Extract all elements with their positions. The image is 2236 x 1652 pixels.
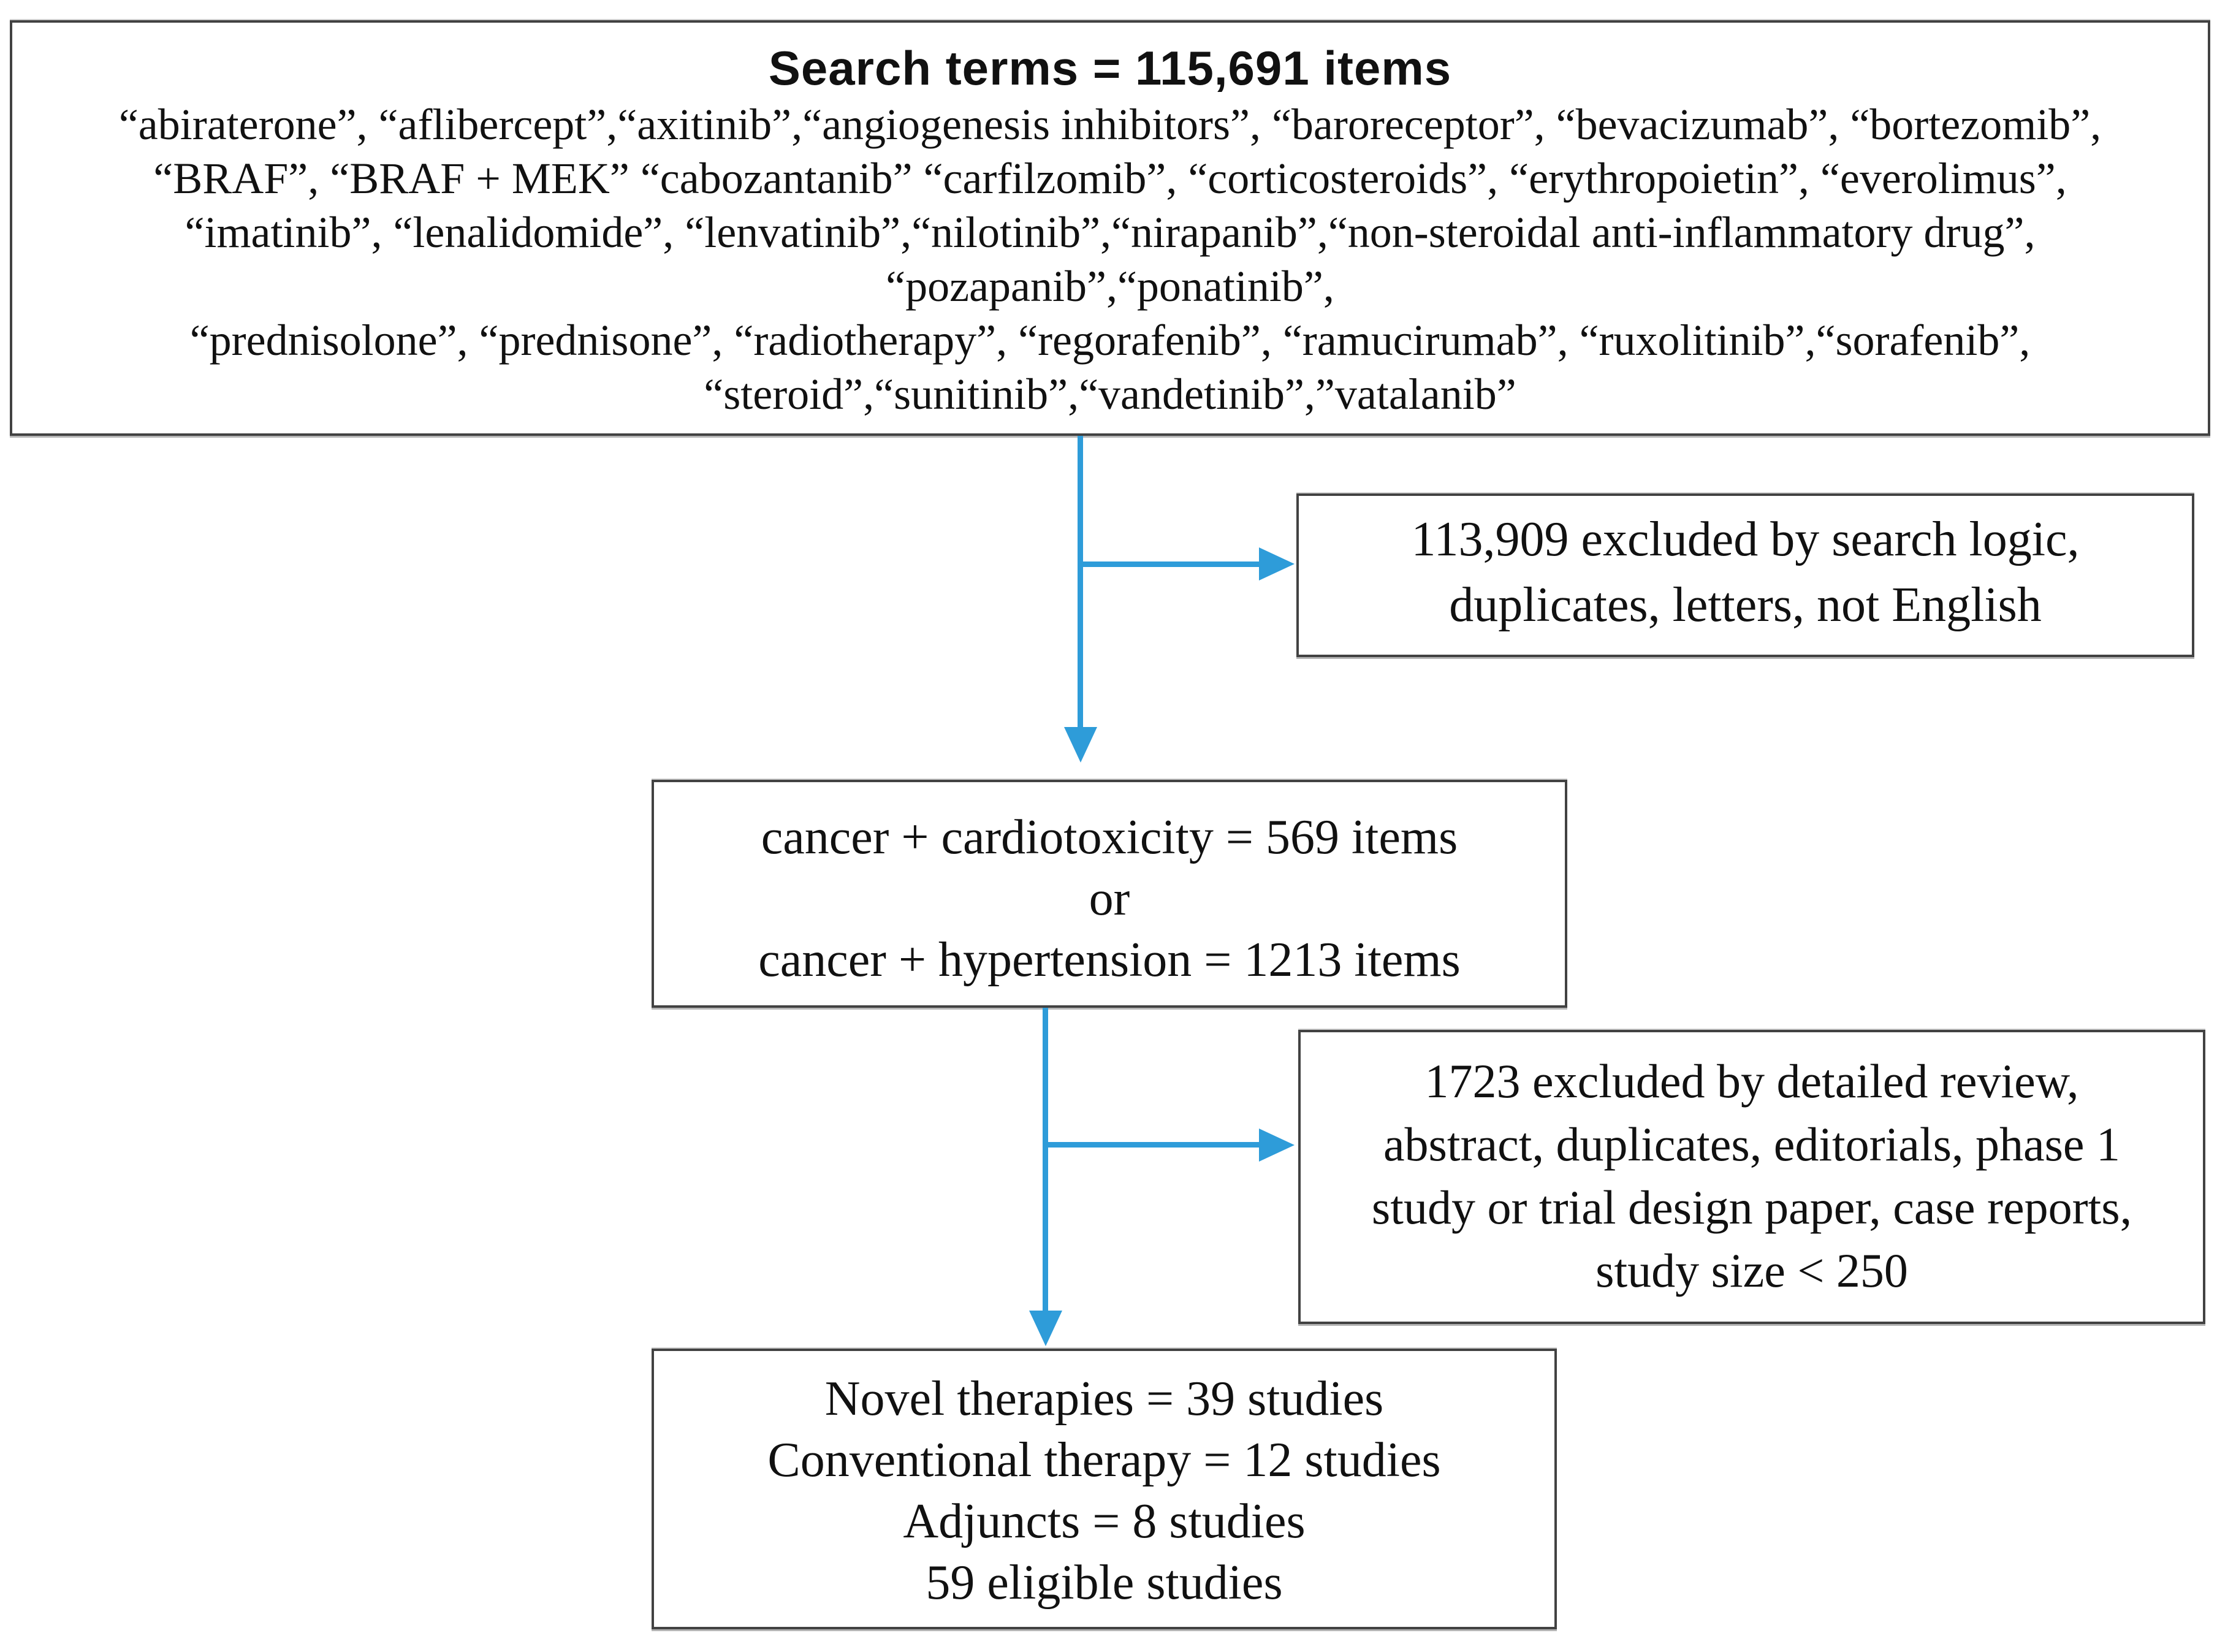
excluded-detailed-review-line-3: study or trial design paper, case report… [1371, 1181, 2132, 1234]
search-terms-line-5: “prednisolone”, “prednisone”, “radiother… [189, 316, 2031, 365]
combined-search-line-2: or [1089, 872, 1130, 926]
search-terms-heading: Search terms = 115,691 items [768, 41, 1452, 95]
excluded-search-logic-box: 113,909 excluded by search logic, duplic… [1296, 493, 2194, 657]
arrow-to-excluded-search-logic-arrowhead-icon [1259, 547, 1295, 580]
search-terms-line-4: “pozapanib”,“ponatinib”, [886, 262, 1334, 311]
excluded-detailed-review-line-2: abstract, duplicates, editorials, phase … [1383, 1117, 2121, 1171]
eligible-studies-line-3: Adjuncts = 8 studies [903, 1494, 1306, 1548]
arrow-to-excluded-search-logic-line [1081, 561, 1260, 567]
search-terms-box: Search terms = 115,691 items “abirateron… [10, 20, 2210, 436]
arrow-combined-to-eligible-line [1043, 1008, 1048, 1311]
excluded-detailed-review-line-4: study size < 250 [1595, 1244, 1908, 1297]
arrow-search-to-combined-line [1078, 436, 1083, 731]
excluded-detailed-review-line-1: 1723 excluded by detailed review, [1424, 1054, 2079, 1108]
arrow-combined-to-eligible-arrowhead-icon [1029, 1311, 1062, 1346]
excluded-search-logic-line-1: 113,909 excluded by search logic, [1411, 512, 2080, 566]
combined-search-line-3: cancer + hypertension = 1213 items [758, 933, 1461, 987]
search-terms-line-6: “steroid”,“sunitinib”,“vandetinib”,”vata… [704, 370, 1516, 419]
excluded-search-logic-line-2: duplicates, letters, not English [1449, 578, 2042, 632]
eligible-studies-line-1: Novel therapies = 39 studies [824, 1372, 1384, 1426]
arrow-search-to-combined-arrowhead-icon [1064, 727, 1097, 763]
search-terms-line-1: “abiraterone”, “aflibercept”,“axitinib”,… [118, 100, 2102, 149]
arrow-to-excluded-detailed-review-arrowhead-icon [1259, 1129, 1295, 1162]
eligible-studies-line-2: Conventional therapy = 12 studies [767, 1433, 1441, 1487]
excluded-detailed-review-box: 1723 excluded by detailed review, abstra… [1298, 1030, 2205, 1324]
eligible-studies-box: Novel therapies = 39 studies Conventiona… [652, 1349, 1557, 1629]
eligible-studies-line-4: 59 eligible studies [926, 1556, 1283, 1610]
search-terms-line-2: “BRAF”, “BRAF + MEK” “cabozantanib” “car… [153, 154, 2067, 203]
search-terms-line-3: “imatinib”, “lenalidomide”, “lenvatinib”… [184, 208, 2036, 257]
arrow-to-excluded-detailed-review-line [1046, 1142, 1260, 1148]
combined-search-results-box: cancer + cardiotoxicity = 569 items or c… [652, 780, 1567, 1008]
combined-search-line-1: cancer + cardiotoxicity = 569 items [761, 810, 1458, 864]
